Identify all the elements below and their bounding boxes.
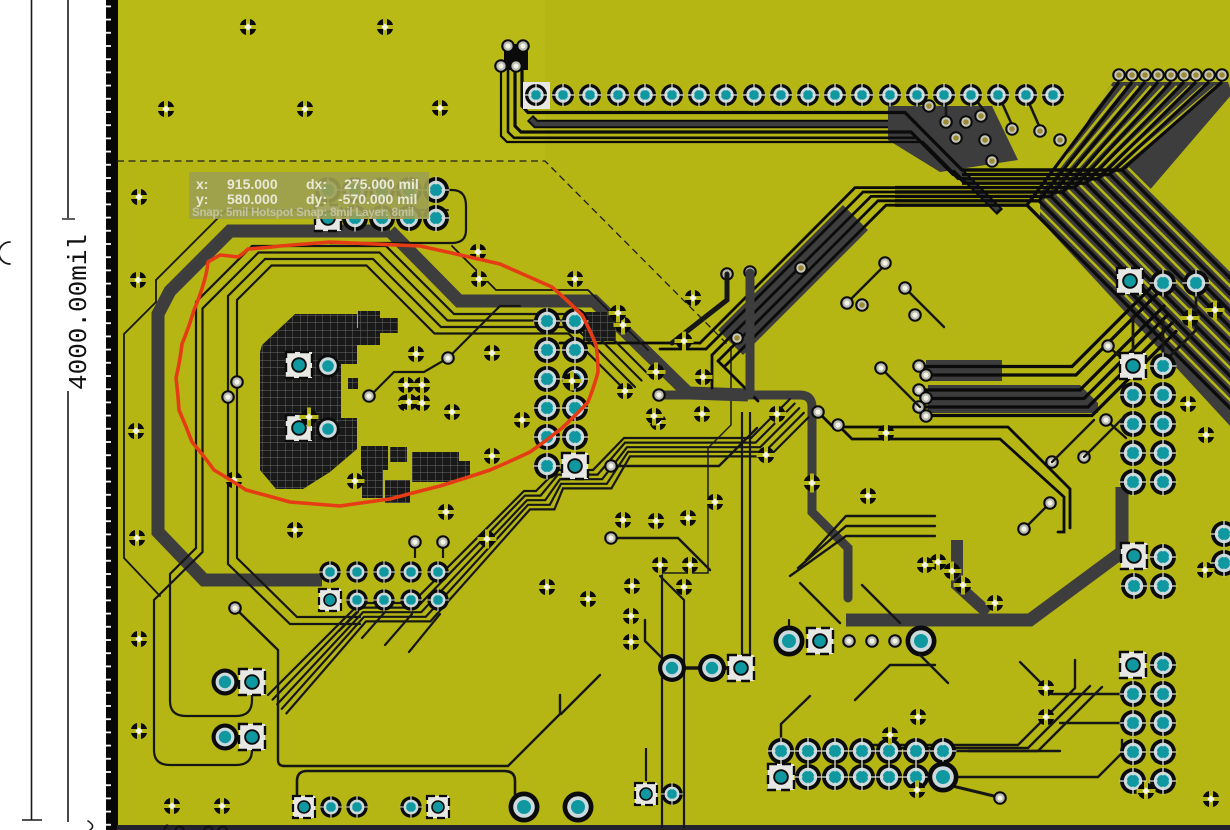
svg-text:4000.00mil: 4000.00mil [64,234,94,390]
svg-text:Snap: 5mil Hotspot Snap: 8mil: Snap: 5mil Hotspot Snap: 8mil Layer: 8mi… [192,207,414,219]
svg-text:(0.00: (0.00 [158,823,230,830]
